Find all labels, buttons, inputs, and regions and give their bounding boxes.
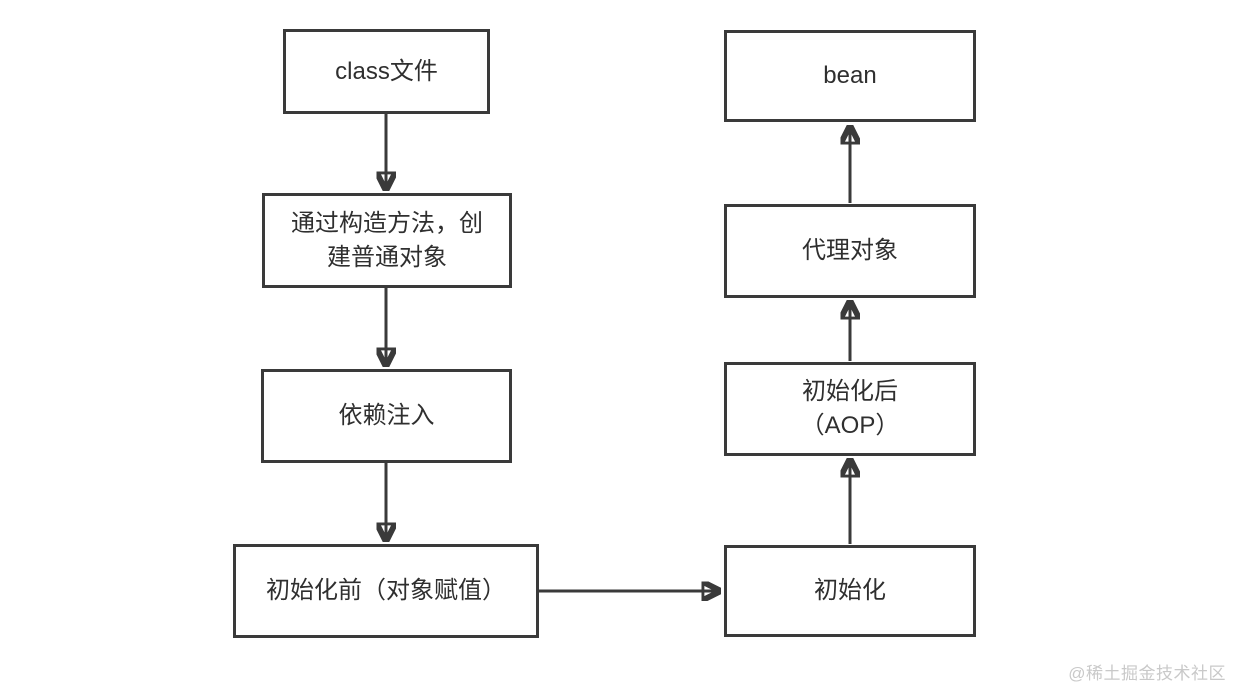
node-label: 代理对象 [802, 234, 898, 268]
watermark: @稀土掘金技术社区 [1068, 664, 1226, 683]
node-label: 初始化后 （AOP） [801, 375, 900, 442]
node-label: 初始化 [814, 574, 886, 608]
node-proxy-object: 代理对象 [724, 204, 976, 298]
node-label-line: 依赖注入 [338, 402, 435, 430]
node-label-line: 初始化前（对象赋值） [266, 577, 506, 605]
node-init: 初始化 [724, 545, 976, 637]
node-label-line: 通过构造方法，创 [291, 209, 483, 237]
node-label: 通过构造方法，创 建普通对象 [291, 207, 483, 274]
node-before-init: 初始化前（对象赋值） [233, 544, 539, 638]
node-label-line: class文件 [335, 57, 438, 85]
node-label: 初始化前（对象赋值） [266, 574, 506, 608]
node-label: class文件 [335, 55, 438, 89]
node-after-init: 初始化后 （AOP） [724, 362, 976, 456]
node-label-line: 初始化 [814, 577, 886, 605]
node-label-line: （AOP） [800, 412, 900, 439]
node-label-line: 初始化后 [802, 378, 898, 406]
node-label-line: 代理对象 [802, 237, 898, 265]
node-label-line: 建普通对象 [327, 243, 447, 271]
node-dependency-injection: 依赖注入 [261, 369, 512, 463]
node-label: bean [823, 59, 876, 93]
node-create-object: 通过构造方法，创 建普通对象 [262, 193, 512, 288]
node-bean: bean [724, 30, 976, 122]
node-class-file: class文件 [283, 29, 490, 114]
node-label: 依赖注入 [339, 399, 435, 433]
node-label-line: bean [823, 62, 877, 90]
